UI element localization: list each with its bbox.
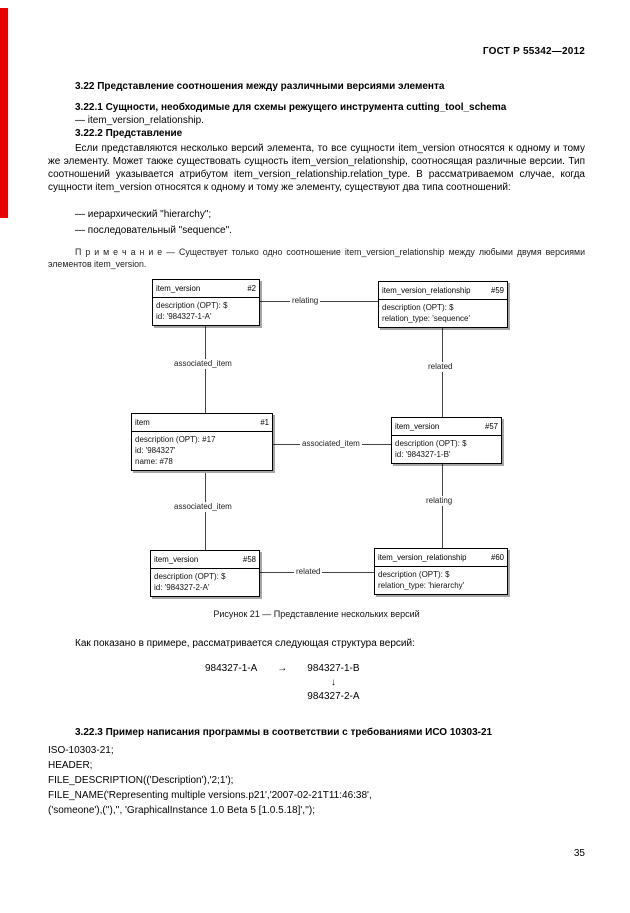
- connector-line: [205, 325, 206, 413]
- code-line: FILE_NAME('Representing multiple version…: [48, 790, 372, 801]
- entity-box: item_version #58 description (OPT): $ id…: [150, 550, 260, 597]
- paragraph: Если представляются несколько версий эле…: [48, 143, 585, 193]
- list-item: — иерархический "hierarchy";: [75, 209, 212, 220]
- attribute-row: id: '984327': [135, 446, 176, 455]
- connector-line: [442, 327, 443, 417]
- entity-number: #58: [242, 555, 256, 564]
- attribute-row: description (OPT): #17: [135, 435, 216, 444]
- attribute-row: id: '984327-1-B': [395, 450, 451, 459]
- attribute-row: description (OPT): $: [395, 439, 467, 448]
- entity-name: item_version_relationship: [382, 286, 471, 295]
- version-from: 984327-1-A: [205, 663, 258, 674]
- figure-caption: Рисунок 21 — Представление нескольких ве…: [213, 609, 420, 619]
- entity-box: item #1 description (OPT): #17 id: '9843…: [131, 413, 273, 471]
- attribute-row: name: #78: [135, 457, 173, 466]
- attribute-row: description (OPT): $: [378, 570, 450, 579]
- entity-name: item_version: [154, 555, 199, 564]
- version-branch: 984327-2-A: [307, 691, 360, 702]
- arrow-down-icon: ↓: [330, 677, 336, 688]
- edge-label: relating: [424, 496, 455, 506]
- edge-label: relating: [290, 296, 321, 306]
- edge-label: associated_item: [172, 359, 234, 369]
- code-line: FILE_DESCRIPTION(('Description'),'2;1');: [48, 775, 234, 786]
- section-heading-3221: 3.22.1 Сущности, необходимые для схемы р…: [75, 102, 507, 113]
- entity-number: #2: [247, 284, 256, 293]
- version-to: 984327-1-B: [307, 663, 360, 674]
- section-heading-322: 3.22 Представление соотношения между раз…: [75, 81, 445, 92]
- revision-bar: [0, 8, 8, 218]
- entity-name: item_version: [156, 284, 201, 293]
- code-line: ('someone'),(''),'', 'GraphicalInstance …: [48, 805, 315, 816]
- page-number: 35: [573, 848, 585, 859]
- attribute-row: description (OPT): $: [382, 303, 454, 312]
- edge-label: related: [294, 567, 323, 577]
- edge-label: associated_item: [172, 502, 234, 512]
- list-item: — последовательный "sequence".: [75, 225, 232, 236]
- code-block: ISO-10303-21; HEADER; FILE_DESCRIPTION((…: [48, 743, 585, 818]
- note-text: П р и м е ч а н и е — Существует только …: [48, 247, 585, 269]
- entity-number: #59: [490, 286, 504, 295]
- entity-name: item_version_relationship: [378, 553, 467, 562]
- version-structure: 984327-1-A → 984327-1-B ↓ 984327-2-A: [205, 662, 585, 704]
- paragraph: Как показано в примере, рассматривается …: [75, 638, 415, 649]
- attribute-row: description (OPT): $: [156, 301, 228, 310]
- figure-diagram: relating associated_item related associa…: [110, 274, 530, 604]
- version-branch-column: 984327-1-B ↓ 984327-2-A: [307, 662, 359, 704]
- attribute-row: id: '984327-1-A': [156, 312, 212, 321]
- edge-label: related: [426, 362, 455, 372]
- entity-number: #57: [484, 422, 498, 431]
- attribute-row: id: '984327-2-A': [154, 583, 210, 592]
- document-content: 3.22 Представление соотношения между раз…: [48, 80, 585, 818]
- attribute-row: description (OPT): $: [154, 572, 226, 581]
- entity-number: #60: [490, 553, 504, 562]
- entity-box: item_version #2 description (OPT): $ id:…: [152, 279, 260, 326]
- attribute-row: relation_type: 'hierarchy': [378, 581, 465, 590]
- entity-number: #1: [260, 418, 269, 427]
- code-line: HEADER;: [48, 760, 93, 771]
- section-heading-3223: 3.22.3 Пример написания программы в соот…: [75, 727, 493, 738]
- attribute-row: relation_type: 'sequence': [382, 314, 471, 323]
- entity-box: item_version_relationship #60 descriptio…: [374, 548, 508, 595]
- section-3221-body: — item_version_relationship.: [75, 115, 204, 126]
- arrow-right-icon: →: [277, 663, 288, 674]
- document-number: ГОСТ Р 55342—2012: [482, 46, 585, 57]
- entity-box: item_version #57 description (OPT): $ id…: [391, 417, 502, 464]
- edge-label: associated_item: [300, 439, 362, 449]
- section-heading-3222: 3.22.2 Представление: [75, 128, 183, 139]
- entity-box: item_version_relationship #59 descriptio…: [378, 281, 508, 328]
- entity-name: item: [135, 418, 150, 427]
- code-line: ISO-10303-21;: [48, 745, 114, 756]
- entity-name: item_version: [395, 422, 440, 431]
